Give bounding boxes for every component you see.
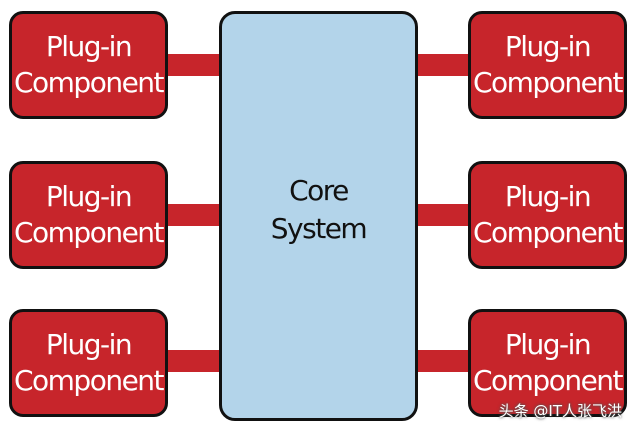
plugin-left-middle: Plug-in Component xyxy=(9,161,168,269)
plugin-left-bottom: Plug-in Component xyxy=(9,309,168,417)
connector-right-bottom xyxy=(414,350,472,372)
plugin-label-line2: Component xyxy=(13,66,165,99)
plugin-label-line1: Plug-in xyxy=(504,30,592,63)
plugin-label-line1: Plug-in xyxy=(45,328,133,361)
core-system-box: Core System xyxy=(219,11,418,421)
connector-right-middle xyxy=(414,204,472,226)
plugin-right-middle: Plug-in Component xyxy=(468,161,627,269)
core-label-line2: System xyxy=(270,212,368,245)
plugin-right-bottom: Plug-in Component xyxy=(468,309,627,417)
connector-left-bottom xyxy=(166,350,224,372)
plugin-right-top: Plug-in Component xyxy=(468,11,627,119)
core-label-line1: Core xyxy=(289,174,349,207)
plugin-label-line1: Plug-in xyxy=(504,328,592,361)
plugin-label-line2: Component xyxy=(472,66,624,99)
connector-left-middle xyxy=(166,204,224,226)
plugin-label-line2: Component xyxy=(13,364,165,397)
plugin-label-line2: Component xyxy=(472,216,624,249)
watermark-text: 头条 @IT人张飞洪 xyxy=(498,402,622,420)
connector-right-top xyxy=(414,54,472,76)
connector-left-top xyxy=(166,54,224,76)
plugin-label-line1: Plug-in xyxy=(504,180,592,213)
plugin-label-line1: Plug-in xyxy=(45,30,133,63)
plugin-label-line2: Component xyxy=(472,364,624,397)
plugin-label-line2: Component xyxy=(13,216,165,249)
plugin-label-line1: Plug-in xyxy=(45,180,133,213)
plugin-left-top: Plug-in Component xyxy=(9,11,168,119)
